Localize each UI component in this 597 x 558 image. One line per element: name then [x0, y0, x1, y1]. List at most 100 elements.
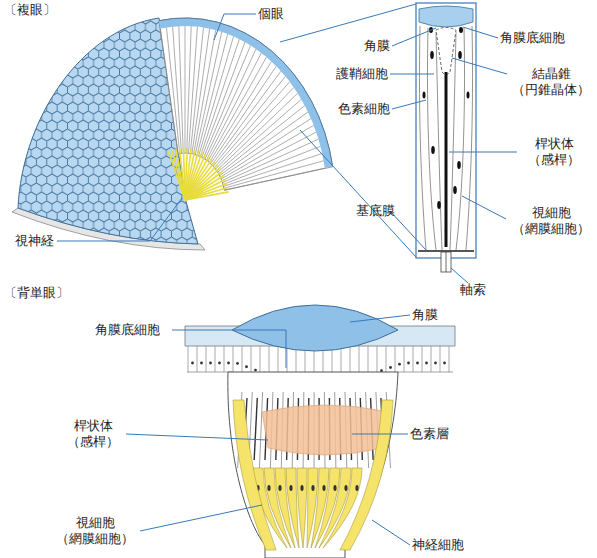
ommatidium-line	[185, 26, 186, 153]
nerve-cell	[233, 400, 276, 550]
nucleus	[425, 362, 428, 365]
ommatidium-line	[214, 82, 289, 168]
cornea-rim	[160, 22, 329, 167]
ommatidium-line	[206, 53, 261, 160]
ommatidium-line	[217, 93, 298, 170]
nucleus	[458, 51, 462, 59]
nucleus	[389, 366, 392, 369]
nucleus	[430, 51, 434, 59]
leader-line	[172, 330, 286, 368]
nucleus	[467, 92, 470, 99]
nucleus	[416, 362, 419, 365]
ommatidium-line	[166, 27, 179, 153]
nucleus	[457, 161, 461, 169]
leader-line	[390, 211, 426, 250]
part-label: 視細胞 （網膜細胞）	[506, 205, 596, 237]
nucleus	[236, 362, 239, 365]
ommatidium-line	[221, 125, 313, 179]
epidermal-cell	[224, 346, 225, 372]
epidermal-cell	[422, 346, 423, 372]
ommatidium-line	[208, 57, 267, 161]
epidermal-cell	[449, 346, 450, 372]
nucleus	[407, 362, 410, 365]
optic-nerve	[185, 192, 229, 200]
leader-line	[392, 100, 426, 109]
optic-nerve	[185, 183, 227, 200]
leader-line	[352, 434, 408, 435]
rhabdom	[254, 398, 257, 460]
cell-outline	[427, 28, 436, 250]
retinal-cell	[307, 468, 318, 548]
nucleus	[423, 27, 470, 209]
leader-line	[463, 27, 498, 38]
nucleus	[289, 485, 292, 491]
nucleus	[191, 362, 194, 365]
leader-line	[451, 268, 468, 283]
ocellus	[185, 305, 455, 558]
nucleus	[322, 485, 325, 491]
nucleus	[431, 146, 435, 154]
nucleus	[459, 27, 463, 33]
cornea-rim	[159, 18, 333, 167]
part-label: 角膜底細胞	[95, 322, 160, 338]
ommatidium-line	[179, 26, 183, 153]
ommatidium-line	[211, 66, 277, 163]
ommatidium-line	[173, 27, 182, 154]
leader-line	[126, 434, 268, 440]
cut-face	[159, 18, 333, 190]
nucleus	[245, 365, 248, 368]
ommatidium-line	[187, 26, 191, 153]
ommatidium-line	[205, 49, 256, 159]
leader-line	[449, 152, 517, 153]
part-label: 神経細胞	[412, 537, 464, 553]
nucleus	[423, 92, 426, 99]
epidermal-cell	[206, 346, 207, 372]
part-label: 軸索	[460, 282, 486, 298]
part-label: 視神経	[15, 233, 54, 249]
nucleus	[344, 485, 347, 491]
nucleus	[278, 485, 281, 491]
nerve-cell	[340, 400, 393, 550]
leader-line	[392, 28, 436, 46]
nucleus	[227, 362, 230, 365]
leader-line	[214, 14, 256, 40]
nucleus	[267, 485, 270, 491]
ommatidium-line	[224, 153, 323, 186]
leader-line	[372, 520, 410, 545]
optic-nerve	[169, 148, 229, 200]
retinal-cell	[297, 468, 307, 548]
ommatidium-line	[209, 62, 271, 163]
part-label: 角膜	[364, 38, 390, 54]
epidermal-cell	[215, 346, 216, 372]
ommatidium-line	[188, 27, 197, 154]
nucleus	[437, 201, 441, 209]
part-label: 基底膜	[356, 203, 395, 219]
part-label: 角膜底細胞	[500, 30, 565, 46]
nucleus	[453, 186, 457, 194]
ommatidium-detail	[416, 3, 476, 272]
nucleus	[254, 369, 257, 372]
part-label: 角膜	[412, 307, 438, 323]
nucleus	[443, 362, 446, 365]
rhabdom	[445, 72, 448, 247]
ommatidium-line	[220, 112, 308, 176]
cell-outline	[419, 26, 426, 250]
section-heading: 〔複眼〕	[4, 2, 56, 18]
epidermal-cell	[431, 346, 432, 372]
ocellus-cup	[228, 372, 398, 558]
section-heading: 〔背単眼〕	[4, 285, 69, 301]
ommatidium-line	[160, 29, 178, 154]
rhabdom-cell	[259, 392, 262, 468]
leader-line	[350, 315, 410, 322]
cell-outline	[419, 26, 472, 250]
nucleus	[209, 362, 212, 365]
part-label: 結晶錐 （円錐晶体）	[509, 66, 593, 98]
ommatidium-line	[192, 29, 210, 154]
leader-line	[390, 74, 434, 75]
ommatidium-line	[224, 168, 324, 190]
epidermal-cell	[197, 346, 198, 372]
nucleus	[398, 363, 401, 366]
ommatidium-line	[212, 71, 281, 165]
part-label: 個眼	[258, 6, 284, 22]
